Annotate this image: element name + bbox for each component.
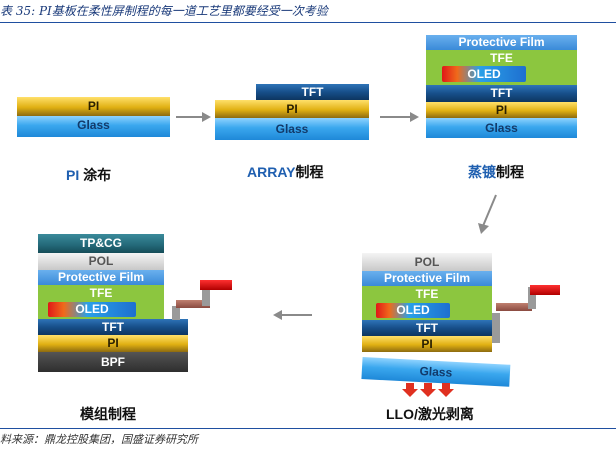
- pi-layer: PI: [17, 97, 170, 116]
- glass-layer: Glass: [17, 116, 170, 137]
- driver-ic: [530, 285, 560, 295]
- laser-arrow: [402, 383, 418, 397]
- step-caption-pi: PI 涂布: [66, 167, 112, 183]
- step-pi-coating: PI Glass: [17, 97, 170, 139]
- connector-ic: [172, 306, 180, 320]
- connector-ic: [492, 313, 500, 343]
- laser-arrow-group: [402, 383, 454, 397]
- step-caption-array: ARRAY制程: [247, 164, 324, 180]
- tft-layer: TFT: [256, 84, 369, 100]
- driver-ic: [200, 280, 232, 290]
- step-array: TFT PI Glass: [215, 84, 369, 140]
- flow-arrow-1: [176, 112, 211, 122]
- pi-layer: PI: [426, 102, 577, 118]
- figure-title: 表 35: PI基板在柔性屏制程的每一道工艺里都要经受一次考验: [0, 4, 328, 18]
- flow-arrow-4: [273, 310, 312, 320]
- protective-film-layer: Protective Film: [38, 270, 164, 285]
- pi-layer: PI: [362, 336, 492, 352]
- tft-layer: TFT: [362, 320, 492, 336]
- protective-film-layer: Protective Film: [362, 271, 492, 286]
- title-rule: [0, 22, 616, 23]
- glass-layer: Glass: [215, 118, 369, 140]
- tfe-label: TFE: [89, 286, 113, 300]
- laser-arrow: [420, 383, 436, 397]
- step-caption-llo: LLO/激光剥离: [386, 406, 474, 422]
- oled-layer: OLED: [442, 66, 526, 82]
- figure-source: 料来源：鼎龙控股集团，国盛证券研究所: [0, 433, 198, 446]
- step-caption-module: 模组制程: [80, 406, 136, 422]
- source-rule: [0, 428, 616, 429]
- step-llo: POL Protective Film TFE OLED TFT PI Glas…: [361, 253, 562, 403]
- flex-cable-step: [528, 287, 536, 309]
- flow-arrow-3: [478, 194, 497, 234]
- step-evaporation: Protective Film TFE OLED TFT PI Glass: [426, 35, 577, 138]
- pol-layer: POL: [38, 253, 164, 270]
- step-module: TP&CG POL Protective Film TFE OLED TFT P…: [38, 234, 238, 374]
- flex-cable-step: [202, 284, 210, 306]
- tft-layer: TFT: [38, 319, 188, 335]
- laser-arrows: [402, 383, 454, 397]
- protective-film-layer: Protective Film: [426, 35, 577, 50]
- step-caption-evaporation: 蒸镀制程: [468, 164, 524, 180]
- pi-layer: PI: [215, 100, 369, 118]
- flow-arrow-2: [380, 112, 419, 122]
- glass-layer: Glass: [426, 118, 577, 138]
- laser-arrow: [438, 383, 454, 397]
- tpcg-layer: TP&CG: [38, 234, 164, 253]
- tfe-label: TFE: [490, 51, 513, 65]
- pol-layer: POL: [362, 253, 492, 271]
- pi-layer: PI: [38, 335, 188, 352]
- bpf-layer: BPF: [38, 352, 188, 372]
- oled-layer: OLED: [376, 303, 450, 318]
- flex-cable: [496, 303, 532, 311]
- tft-layer: TFT: [426, 85, 577, 102]
- flex-cable: [176, 300, 210, 308]
- oled-layer: OLED: [48, 302, 136, 317]
- tfe-label: TFE: [415, 287, 439, 301]
